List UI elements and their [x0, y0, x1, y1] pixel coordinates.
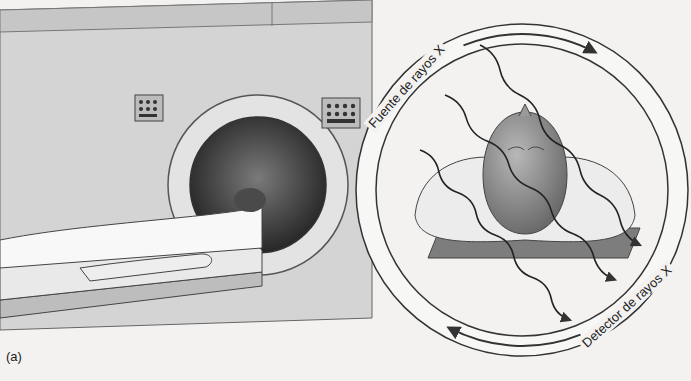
- panel-letter: (a): [6, 349, 22, 364]
- panel-letter-holder: (a): [6, 347, 22, 365]
- gantry-ring: [356, 24, 688, 356]
- source-label-holder: Fuente de rayos X: [362, 38, 450, 133]
- patient-head: [415, 104, 640, 258]
- ct-scanner: [0, 0, 372, 330]
- x-ray-beam: [420, 45, 640, 320]
- detector-label-holder: Detector de rayos X: [575, 259, 677, 353]
- source-label: Fuente de rayos X: [363, 40, 449, 133]
- detector-label: Detector de rayos X: [576, 260, 676, 352]
